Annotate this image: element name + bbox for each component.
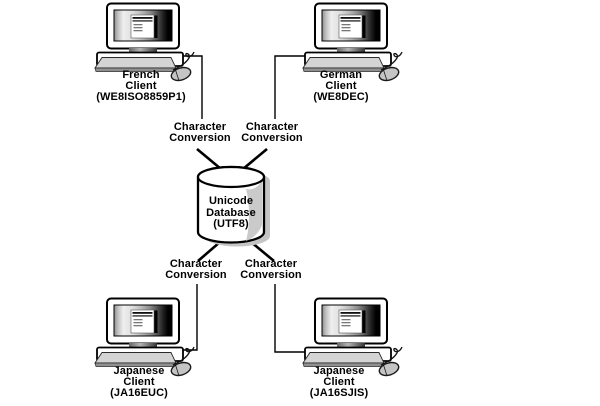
client-name: Client [325, 80, 357, 92]
character-conversion-label-bottom-right: Character Conversion [240, 258, 302, 281]
connector-german-client [274, 55, 307, 119]
client-name: Japanese [113, 365, 165, 377]
conversion-diagonals [196, 148, 275, 263]
japanese-sjis-client-label: Japanese Client (JA16SJIS) [264, 366, 414, 399]
client-name: Client [323, 376, 355, 388]
character-conversion-label-bottom-left: Character Conversion [165, 258, 227, 281]
character-conversion-label-top-left: Character Conversion [169, 121, 231, 144]
client-name: Client [123, 376, 155, 388]
cylinder-shading [246, 180, 262, 241]
client-name: Client [125, 80, 157, 92]
client-charset: (JA16EUC) [110, 387, 168, 399]
connector-japanese-sjis-client [274, 284, 307, 353]
connector-lines [183, 55, 307, 353]
japanese-euc-client-label: Japanese Client (JA16EUC) [64, 366, 214, 399]
german-client-label: German Client (WE8DEC) [266, 70, 416, 103]
unicode-database-label: Unicode Database (UTF8) [206, 195, 256, 230]
client-name: French [122, 69, 160, 81]
french-client-label: French Client (WE8ISO8859P1) [66, 70, 216, 103]
client-name: Japanese [313, 365, 365, 377]
client-charset: (WE8ISO8859P1) [96, 91, 186, 103]
character-conversion-label-top-right: Character Conversion [241, 121, 303, 144]
client-name: German [319, 69, 363, 81]
database-cylinder-icon [196, 165, 270, 247]
client-charset: (WE8DEC) [313, 91, 369, 103]
connector-japanese-euc-client [183, 284, 198, 351]
client-charset: (JA16SJIS) [309, 387, 369, 399]
cylinder-top-rim [196, 165, 266, 189]
